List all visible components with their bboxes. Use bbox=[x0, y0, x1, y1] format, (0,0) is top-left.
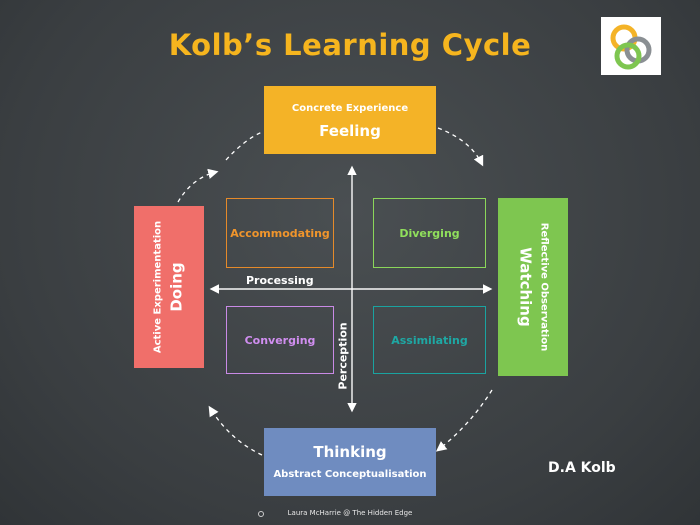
arc-bottom-left bbox=[208, 405, 263, 456]
accommodating-quadrant: Accommodating bbox=[226, 198, 334, 268]
arc-top-left bbox=[177, 168, 219, 203]
concrete-experience-label: Concrete Experience bbox=[291, 103, 409, 114]
active-experimentation-label: Active Experimentation bbox=[152, 220, 164, 354]
arc-bottom-right bbox=[435, 389, 493, 452]
abstract-conceptualisation-label: Abstract Conceptualisation bbox=[273, 469, 427, 480]
feeling-label: Feeling bbox=[319, 122, 381, 140]
footer-credit: Laura McHarrie @ The Hidden Edge bbox=[287, 509, 413, 517]
logo bbox=[601, 17, 661, 75]
diagram-title: Kolb’s Learning Cycle bbox=[168, 28, 532, 62]
processing-label: Processing bbox=[246, 274, 314, 287]
perception-label: Perception bbox=[336, 322, 350, 390]
thinking-label: Thinking bbox=[313, 443, 387, 461]
active-experimentation-box: Active Experimentation Doing bbox=[134, 206, 204, 368]
reflective-observation-box: Reflective Observation Watching bbox=[498, 198, 568, 376]
arc-top-left-upper bbox=[225, 131, 263, 161]
abstract-conceptualisation-box: Thinking Abstract Conceptualisation bbox=[264, 428, 436, 496]
author-label: D.A Kolb bbox=[548, 460, 616, 476]
concrete-experience-box: Concrete Experience Feeling bbox=[264, 86, 436, 154]
diverging-quadrant: Diverging bbox=[373, 198, 486, 268]
watching-label: Watching bbox=[516, 247, 535, 327]
linked-rings-logo-icon bbox=[610, 24, 652, 70]
converging-quadrant: Converging bbox=[226, 306, 334, 374]
doing-label: Doing bbox=[167, 262, 186, 312]
arc-top-right bbox=[437, 127, 484, 167]
reflective-observation-label: Reflective Observation bbox=[538, 222, 550, 352]
assimilating-quadrant: Assimilating bbox=[373, 306, 486, 374]
footer-bullet-icon bbox=[258, 511, 264, 517]
